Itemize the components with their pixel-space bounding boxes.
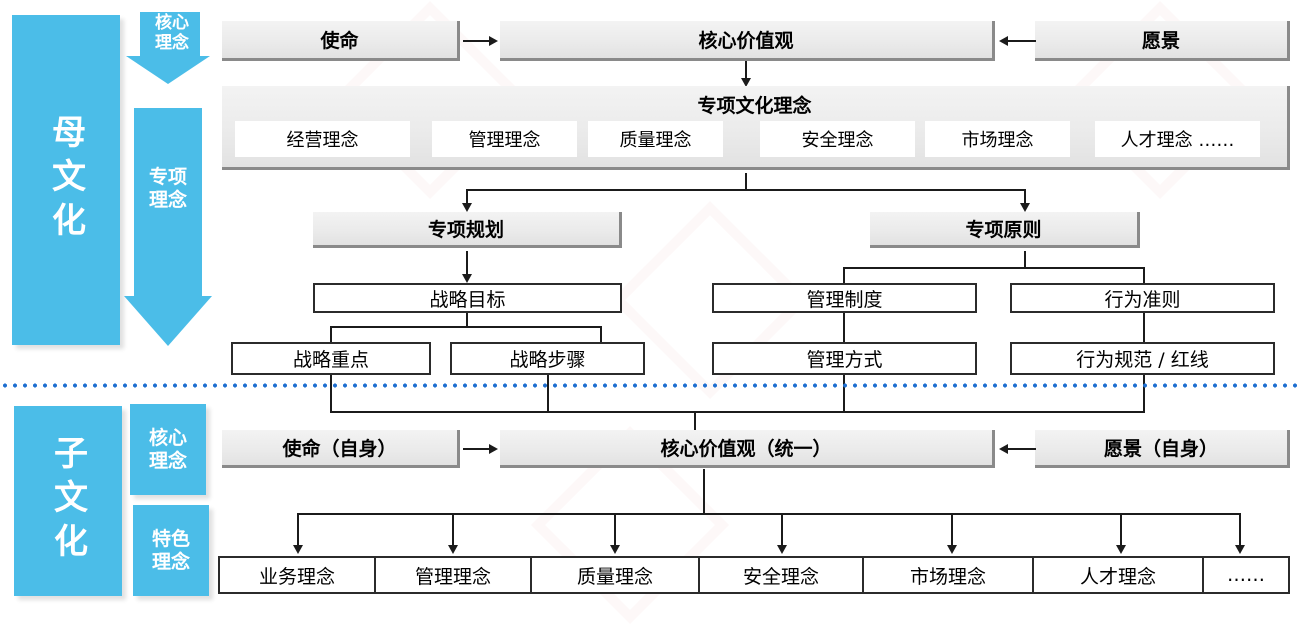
arrowhead-sub-mission-to-core xyxy=(489,444,498,454)
connector-mission-to-core xyxy=(463,40,491,42)
box-mission-parent[interactable]: 使命 xyxy=(222,21,460,61)
tag-sub-core-concept-line2: 理念 xyxy=(148,449,187,472)
section-divider xyxy=(0,383,1300,388)
box-strategy-steps[interactable]: 战略步骤 xyxy=(450,342,645,375)
arrowhead-plan-to-goal xyxy=(462,274,472,283)
connector-focus-down xyxy=(330,375,332,413)
connector-fan-2 xyxy=(452,513,454,547)
box-mgmt-system[interactable]: 管理制度 xyxy=(712,283,977,313)
connector-subcore-down xyxy=(703,469,705,514)
connector-method-down xyxy=(843,375,845,413)
arrowhead-fan-3 xyxy=(610,545,620,554)
connector-steps-down xyxy=(547,375,549,413)
connector-sub-vision-to-core xyxy=(1008,448,1036,450)
arrowhead-fan-6 xyxy=(1116,545,1126,554)
connector-panel-split xyxy=(466,189,1026,191)
box-special-principle[interactable]: 专项原则 xyxy=(870,212,1140,248)
connector-principle-to-mgmt xyxy=(843,267,845,283)
connector-to-special-principle xyxy=(1024,189,1026,205)
box-sub-idea[interactable]: …… xyxy=(1202,556,1290,594)
tag-sub-core-concept: 核心 理念 xyxy=(130,404,206,495)
panel-special-culture-title: 专项文化理念 xyxy=(697,95,812,117)
side-label-sub-culture-text: 子文化 xyxy=(47,435,88,567)
connector-vision-to-core xyxy=(1008,40,1036,42)
connector-behavior-to-norm xyxy=(1143,313,1145,342)
box-strategy-focus[interactable]: 战略重点 xyxy=(231,342,431,375)
arrow-core-concept-line1: 核心 xyxy=(155,13,189,33)
box-sub-idea[interactable]: 管理理念 xyxy=(374,556,532,594)
side-label-parent-culture: 母文化 xyxy=(12,15,120,345)
arrowhead-fan-1 xyxy=(293,545,303,554)
box-mgmt-method[interactable]: 管理方式 xyxy=(712,342,977,375)
chip-special-culture[interactable]: 质量理念 xyxy=(588,121,723,157)
side-label-sub-culture: 子文化 xyxy=(14,406,122,596)
connector-principle-split xyxy=(843,267,1145,269)
connector-converge-bar xyxy=(330,411,1145,413)
arrow-special-concept-line2: 理念 xyxy=(148,188,187,211)
chip-special-culture[interactable]: 市场理念 xyxy=(925,121,1070,157)
arrow-core-concept-line2: 理念 xyxy=(155,32,189,53)
tag-sub-feature-concept-line2: 理念 xyxy=(151,550,190,573)
arrowhead-fan-2 xyxy=(448,545,458,554)
connector-sub-mission-to-core xyxy=(463,448,491,450)
chip-special-culture[interactable]: 经营理念 xyxy=(235,121,410,157)
box-strategy-goal[interactable]: 战略目标 xyxy=(313,283,622,313)
arrowhead-vision-to-core xyxy=(999,36,1008,46)
box-sub-idea[interactable]: 安全理念 xyxy=(698,556,864,594)
connector-fan-7 xyxy=(1239,513,1241,547)
connector-goal-to-steps xyxy=(600,326,602,342)
box-core-values-parent[interactable]: 核心价值观 xyxy=(500,21,995,61)
connector-subcore-fan-bar xyxy=(297,513,1239,515)
chip-special-culture[interactable]: 安全理念 xyxy=(760,121,915,157)
tag-sub-feature-concept: 特色 理念 xyxy=(133,505,209,596)
connector-principle-down xyxy=(1024,251,1026,268)
connector-principle-to-behavior xyxy=(1143,267,1145,283)
box-sub-idea[interactable]: 人才理念 xyxy=(1032,556,1204,594)
arrow-core-concept: 核心 理念 xyxy=(126,12,210,84)
connector-to-special-plan xyxy=(466,189,468,205)
connector-converge-to-subcore xyxy=(694,411,696,433)
connector-goal-split xyxy=(330,326,602,328)
connector-plan-to-goal xyxy=(466,251,468,276)
connector-fan-1 xyxy=(297,513,299,547)
connector-fan-6 xyxy=(1120,513,1122,547)
arrow-special-concept: 专项 理念 xyxy=(124,108,212,346)
arrowhead-fan-7 xyxy=(1235,545,1245,554)
chip-special-culture[interactable]: 人才理念 …… xyxy=(1095,121,1260,157)
arrowhead-to-special-plan xyxy=(462,203,472,212)
connector-fan-3 xyxy=(614,513,616,547)
connector-fan-5 xyxy=(951,513,953,547)
arrowhead-fan-5 xyxy=(947,545,957,554)
connector-mgmt-to-method xyxy=(843,313,845,342)
box-core-values-sub[interactable]: 核心价值观（统一） xyxy=(500,430,995,468)
tag-sub-core-concept-line1: 核心 xyxy=(148,427,187,450)
box-sub-idea[interactable]: 业务理念 xyxy=(218,556,376,594)
box-sub-idea[interactable]: 质量理念 xyxy=(530,556,700,594)
side-label-parent-culture-text: 母文化 xyxy=(45,114,86,246)
box-mission-sub[interactable]: 使命（自身） xyxy=(222,430,460,468)
connector-core-to-special xyxy=(745,61,747,80)
arrowhead-fan-4 xyxy=(777,545,787,554)
arrowhead-mission-to-core xyxy=(489,36,498,46)
tag-sub-feature-concept-line1: 特色 xyxy=(151,528,190,551)
connector-panel-down xyxy=(745,173,747,191)
arrowhead-core-to-special xyxy=(741,78,751,87)
connector-goal-down xyxy=(466,313,468,327)
box-vision-sub[interactable]: 愿景（自身） xyxy=(1035,430,1290,468)
box-behavior-guideline[interactable]: 行为准则 xyxy=(1010,283,1275,313)
box-special-plan[interactable]: 专项规划 xyxy=(313,212,622,248)
arrowhead-to-special-principle xyxy=(1020,203,1030,212)
chip-special-culture[interactable]: 管理理念 xyxy=(432,121,577,157)
connector-fan-4 xyxy=(781,513,783,547)
box-vision-parent[interactable]: 愿景 xyxy=(1035,21,1290,61)
arrow-special-concept-line1: 专项 xyxy=(148,166,187,188)
box-behavior-norm[interactable]: 行为规范 / 红线 xyxy=(1010,342,1275,375)
connector-goal-to-focus xyxy=(330,326,332,342)
box-sub-idea[interactable]: 市场理念 xyxy=(862,556,1034,594)
arrowhead-sub-vision-to-core xyxy=(999,444,1008,454)
connector-norm-down xyxy=(1143,375,1145,413)
